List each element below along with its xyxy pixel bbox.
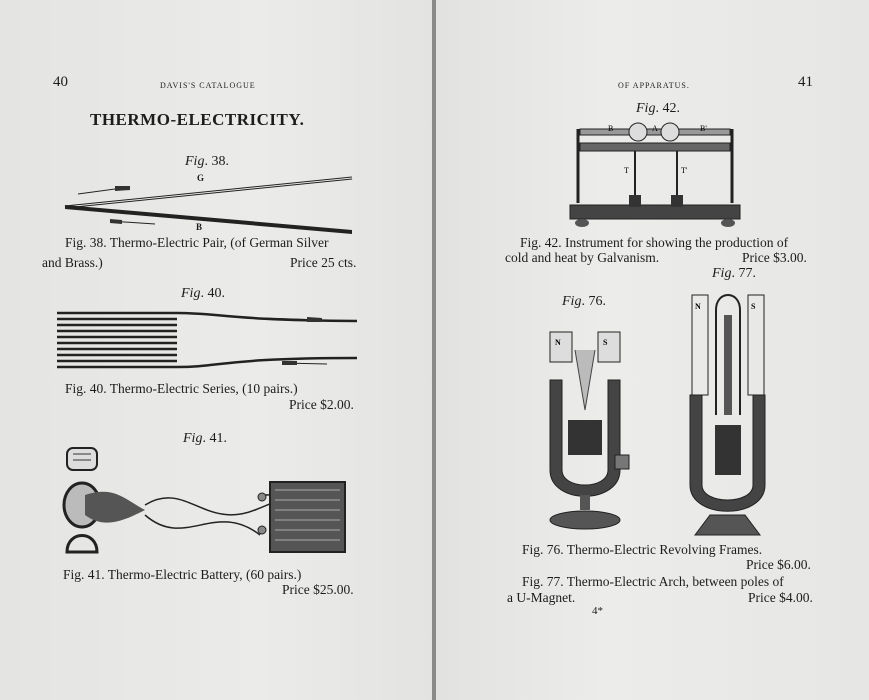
fig76-price: Price $6.00.	[746, 557, 811, 572]
fig40-price: Price $2.00.	[289, 397, 354, 412]
fig77-caption-line1: Fig. 77. Thermo-Electric Arch, between p…	[522, 574, 784, 589]
fig42-price: Price $3.00.	[742, 250, 807, 265]
fig77-caption-line2: a U-Magnet.	[507, 590, 576, 605]
fig38-price: Price 25 cts.	[290, 255, 357, 270]
fig38-caption-line1: Fig. 38. Thermo-Electric Pair, (of Germa…	[65, 235, 329, 250]
fig42-illustration: B A B' T T'	[569, 122, 741, 227]
fig42-letter-a: A	[652, 124, 658, 133]
fig38-illustration	[64, 176, 353, 234]
fig40-illustration	[57, 311, 358, 369]
fig42-letter-t-prime: T'	[681, 166, 688, 175]
fig42-caption-line2: cold and heat by Galvanism.	[505, 250, 660, 265]
running-head: DAVIS'S CATALOGUE	[160, 81, 256, 90]
fig41-illustration	[62, 447, 346, 554]
fig41-label: Fig. 41.	[183, 431, 227, 446]
fig76-caption-line1: Fig. 76. Thermo-Electric Revolving Frame…	[522, 542, 763, 557]
section-title: THERMO-ELECTRICITY.	[90, 110, 305, 129]
page-number: 41	[798, 74, 813, 90]
fig76-label: Fig. 76.	[562, 294, 606, 309]
fig42-letter-b-prime: B'	[700, 124, 707, 133]
fig38-letter-g: G	[197, 173, 205, 183]
fig77-price: Price $4.00.	[748, 590, 813, 605]
fig42-letter-t: T	[624, 166, 629, 175]
fig76-letter-s: S	[603, 338, 608, 347]
fig38-caption-line2: and Brass.)	[42, 255, 103, 270]
signature-mark: 4*	[592, 605, 603, 617]
fig77-letter-n: N	[695, 302, 701, 311]
book-gutter	[432, 0, 436, 700]
fig42-label: Fig. 42.	[636, 101, 680, 116]
page-number: 40	[53, 74, 68, 90]
fig42-caption-line1: Fig. 42. Instrument for showing the prod…	[520, 235, 789, 250]
fig38-letter-b: B	[196, 222, 203, 232]
fig77-illustration: N S	[689, 294, 766, 536]
fig76-letter-n: N	[555, 338, 561, 347]
fig41-price: Price $25.00.	[282, 582, 354, 597]
fig40-label: Fig. 40.	[181, 286, 225, 301]
right-page	[436, 0, 869, 700]
running-head: OF APPARATUS.	[618, 81, 690, 90]
fig42-letter-b: B	[608, 124, 613, 133]
fig77-label: Fig. 77.	[712, 266, 756, 281]
fig40-caption-line1: Fig. 40. Thermo-Electric Series, (10 pai…	[65, 381, 298, 396]
fig76-illustration: N S	[549, 331, 630, 530]
fig77-letter-s: S	[751, 302, 756, 311]
fig38-label: Fig. 38.	[185, 154, 229, 169]
fig41-caption-line1: Fig. 41. Thermo-Electric Battery, (60 pa…	[63, 567, 302, 582]
